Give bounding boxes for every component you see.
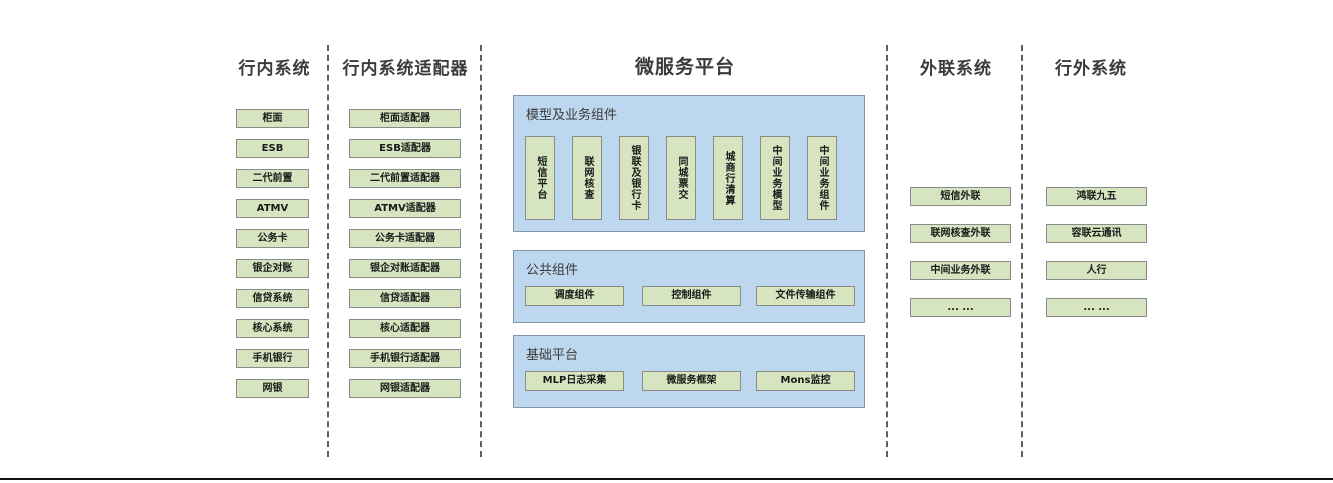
node-external-1[interactable]: 短信外联 bbox=[910, 187, 1011, 206]
node-model-6[interactable]: 中间业务模型 bbox=[760, 136, 790, 220]
node-internal-8[interactable]: 核心系统 bbox=[236, 319, 309, 338]
column-separator-4 bbox=[1021, 45, 1023, 457]
column-title-internal-adapters: 行内系统适配器 bbox=[342, 59, 469, 79]
node-base-2[interactable]: 微服务框架 bbox=[642, 371, 741, 391]
node-model-1[interactable]: 短信平台 bbox=[525, 136, 555, 220]
node-internal-3[interactable]: 二代前置 bbox=[236, 169, 309, 188]
node-internal-7[interactable]: 信贷系统 bbox=[236, 289, 309, 308]
node-external-3[interactable]: 中间业务外联 bbox=[910, 261, 1011, 280]
node-internal-1[interactable]: 柜面 bbox=[236, 109, 309, 128]
panel-title-model-business-components: 模型及业务组件 bbox=[526, 108, 618, 123]
node-adapter-7[interactable]: 信贷适配器 bbox=[349, 289, 461, 308]
node-base-3[interactable]: Mons监控 bbox=[756, 371, 855, 391]
node-outside-1[interactable]: 鸿联九五 bbox=[1046, 187, 1147, 206]
column-title-internal-systems: 行内系统 bbox=[238, 59, 311, 79]
node-model-4[interactable]: 同城票交 bbox=[666, 136, 696, 220]
column-title-outside-bank-systems: 行外系统 bbox=[1055, 59, 1127, 79]
column-title-microservice-platform: 微服务平台 bbox=[634, 56, 735, 78]
page-bottom-rule bbox=[0, 478, 1333, 480]
column-separator-2 bbox=[480, 45, 482, 457]
node-internal-2[interactable]: ESB bbox=[236, 139, 309, 158]
node-external-4[interactable]: ... ... bbox=[910, 298, 1011, 317]
panel-title-public-components: 公共组件 bbox=[526, 263, 579, 278]
node-model-2[interactable]: 联网核查 bbox=[572, 136, 602, 220]
column-separator-3 bbox=[886, 45, 888, 457]
node-base-1[interactable]: MLP日志采集 bbox=[525, 371, 624, 391]
node-adapter-8[interactable]: 核心适配器 bbox=[349, 319, 461, 338]
node-adapter-3[interactable]: 二代前置适配器 bbox=[349, 169, 461, 188]
node-public-3[interactable]: 文件传输组件 bbox=[756, 286, 855, 306]
node-internal-6[interactable]: 银企对账 bbox=[236, 259, 309, 278]
node-public-2[interactable]: 控制组件 bbox=[642, 286, 741, 306]
node-adapter-9[interactable]: 手机银行适配器 bbox=[349, 349, 461, 368]
node-internal-10[interactable]: 网银 bbox=[236, 379, 309, 398]
node-adapter-4[interactable]: ATMV适配器 bbox=[349, 199, 461, 218]
node-internal-9[interactable]: 手机银行 bbox=[236, 349, 309, 368]
node-adapter-6[interactable]: 银企对账适配器 bbox=[349, 259, 461, 278]
node-outside-3[interactable]: 人行 bbox=[1046, 261, 1147, 280]
node-adapter-2[interactable]: ESB适配器 bbox=[349, 139, 461, 158]
column-title-external-link-systems: 外联系统 bbox=[920, 59, 992, 79]
node-public-1[interactable]: 调度组件 bbox=[525, 286, 624, 306]
node-internal-5[interactable]: 公务卡 bbox=[236, 229, 309, 248]
node-adapter-10[interactable]: 网银适配器 bbox=[349, 379, 461, 398]
node-external-2[interactable]: 联网核查外联 bbox=[910, 224, 1011, 243]
node-outside-4[interactable]: ... ... bbox=[1046, 298, 1147, 317]
node-outside-2[interactable]: 容联云通讯 bbox=[1046, 224, 1147, 243]
node-internal-4[interactable]: ATMV bbox=[236, 199, 309, 218]
panel-title-base-platform: 基础平台 bbox=[526, 348, 579, 363]
node-adapter-1[interactable]: 柜面适配器 bbox=[349, 109, 461, 128]
node-model-3[interactable]: 银联及银行卡 bbox=[619, 136, 649, 220]
node-model-7[interactable]: 中间业务组件 bbox=[807, 136, 837, 220]
node-model-5[interactable]: 城商行清算 bbox=[713, 136, 743, 220]
node-adapter-5[interactable]: 公务卡适配器 bbox=[349, 229, 461, 248]
column-separator-1 bbox=[327, 45, 329, 457]
